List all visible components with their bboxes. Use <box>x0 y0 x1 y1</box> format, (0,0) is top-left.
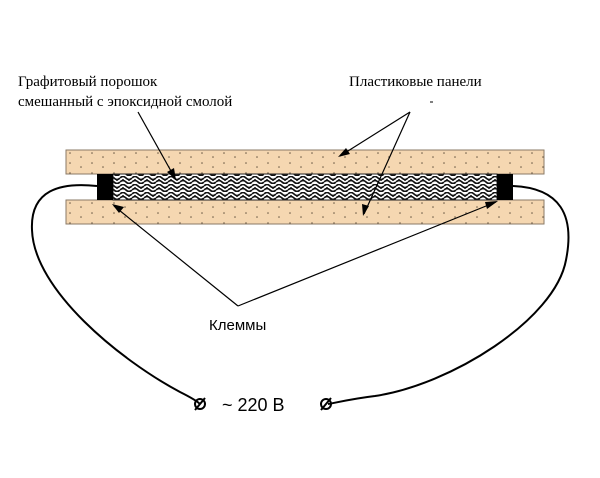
terminals-pointer-right <box>237 201 498 307</box>
panels-pointer-top <box>338 111 411 157</box>
right-terminal <box>497 174 513 200</box>
voltage-label: ~ 220 В <box>222 395 285 415</box>
left-wire <box>30 184 201 405</box>
graphite-layer <box>112 173 498 201</box>
bottom-plastic-panel <box>65 199 545 225</box>
plastic-panels-label: Пластиковые панели <box>349 74 482 90</box>
graphite-label-line1: Графитовый порошок <box>18 74 158 90</box>
right-plug-icon <box>320 397 332 411</box>
left-terminal <box>97 174 113 200</box>
right-wire <box>327 185 570 405</box>
terminals-pointer-left <box>112 204 239 307</box>
top-plastic-panel <box>65 149 545 175</box>
left-plug-icon <box>194 397 206 411</box>
graphite-pointer <box>137 111 177 181</box>
terminals-label: Клеммы <box>209 317 266 334</box>
graphite-label-line2: смешанный с эпоксидной смолой <box>18 94 232 110</box>
panels-pointer-bottom <box>362 111 411 216</box>
